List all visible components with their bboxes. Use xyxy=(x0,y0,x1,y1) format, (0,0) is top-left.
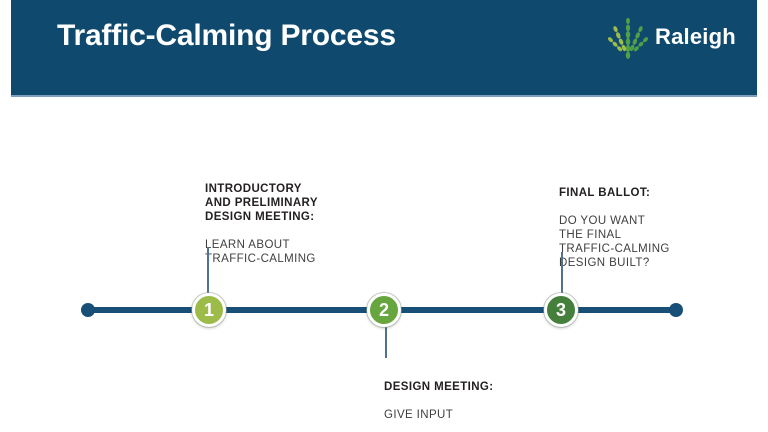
raleigh-tree-icon xyxy=(607,17,649,59)
step-1-circle: 1 xyxy=(192,293,226,327)
step-3-number: 3 xyxy=(555,299,566,320)
step-3-label-bold: FINAL BALLOT: xyxy=(559,187,651,199)
step-1-label-bold: INTRODUCTORY AND PRELIMINARY DESIGN MEET… xyxy=(205,183,318,223)
timeline-right-endpoint-dot xyxy=(669,303,683,317)
step-1-number: 1 xyxy=(203,299,214,320)
step-1-connector-line xyxy=(207,247,209,293)
step-2-label-bold: DESIGN MEETING: xyxy=(384,381,494,393)
step-2-number: 2 xyxy=(378,299,389,320)
step-2-circle: 2 xyxy=(367,293,401,327)
step-3-connector-line xyxy=(561,252,563,293)
timeline-left-endpoint-dot xyxy=(81,303,95,317)
step-2-connector-line xyxy=(385,327,387,358)
raleigh-logo: Raleigh xyxy=(606,12,736,62)
header-bar: Traffic-Calming Process xyxy=(11,0,757,97)
raleigh-logo-text: Raleigh xyxy=(655,24,736,49)
step-2-label: DESIGN MEETING: GIVE INPUT xyxy=(384,366,494,432)
step-2-label-regular: GIVE INPUT xyxy=(384,409,454,421)
step-3-label: FINAL BALLOT: DO YOU WANT THE FINAL TRAF… xyxy=(559,172,670,284)
step-1-label: INTRODUCTORY AND PRELIMINARY DESIGN MEET… xyxy=(205,168,318,280)
page-title: Traffic-Calming Process xyxy=(57,19,396,52)
step-3-label-regular: DO YOU WANT THE FINAL TRAFFIC-CALMING DE… xyxy=(559,215,670,269)
step-3-circle: 3 xyxy=(544,293,578,327)
step-1-label-regular: LEARN ABOUT TRAFFIC-CALMING xyxy=(205,239,316,265)
